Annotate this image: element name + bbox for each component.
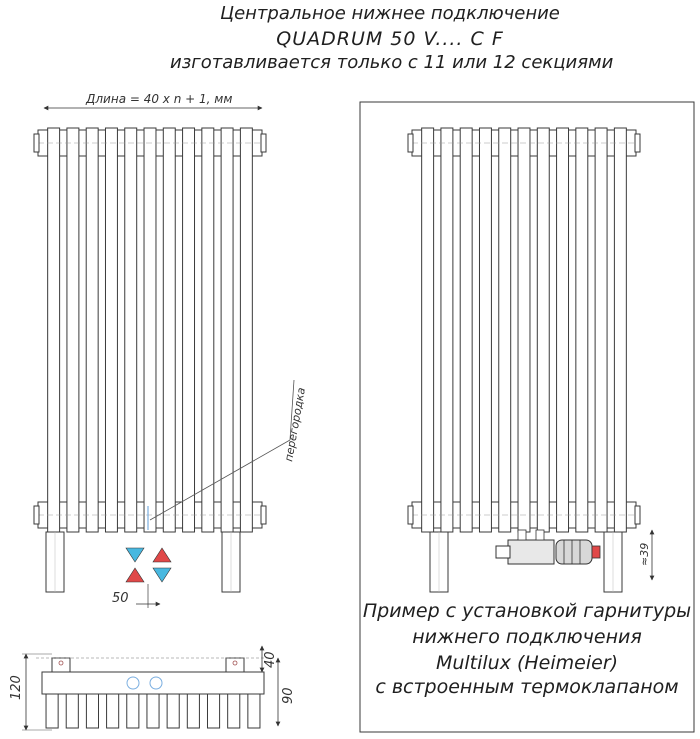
top-view-connection-left	[126, 676, 140, 690]
top-view-fin	[126, 693, 140, 729]
valve-outlet	[591, 545, 601, 559]
length-dimension-label: Длина = 40 х n + 1, мм	[85, 92, 232, 106]
left-radiator-cap-bottom-left	[33, 505, 40, 525]
flow-return-arrows	[125, 547, 172, 583]
top-view-fin	[206, 693, 221, 729]
left-radiator-section	[104, 127, 118, 533]
title-line-1: Центральное нижнее подключение	[220, 3, 560, 24]
top-view-fin	[106, 693, 120, 729]
left-radiator-cap-top-right	[260, 133, 267, 153]
dim-39-label: ≈39	[638, 543, 651, 566]
multilux-valve-set	[495, 529, 601, 565]
example-panel-frame	[359, 101, 695, 733]
caption-line-2: нижнего подключения	[412, 626, 642, 648]
partition-leader-tail	[289, 379, 295, 441]
left-radiator-section	[47, 127, 61, 533]
bracket-screw-right	[232, 660, 238, 666]
left-radiator-section	[220, 127, 234, 533]
left-radiator-section	[162, 127, 176, 533]
right-radiator-cap-top-left	[407, 133, 414, 153]
top-view-fin	[65, 693, 79, 729]
radiator-top-view	[36, 657, 270, 729]
valve-pipe-left	[495, 545, 511, 559]
bracket-screw-left	[58, 660, 64, 666]
top-view-fin	[146, 693, 160, 729]
title-model: QUADRUM 50 V.... C F	[276, 28, 504, 50]
left-radiator-cap-top-left	[33, 133, 40, 153]
left-radiator-section	[66, 127, 80, 533]
left-radiator-section	[239, 127, 253, 533]
right-radiator-section	[575, 127, 589, 533]
top-view-bracket-right	[225, 657, 245, 672]
right-radiator-section	[613, 127, 627, 533]
left-radiator-section	[182, 127, 196, 533]
right-radiator-section	[517, 127, 531, 533]
right-radiator-section	[498, 127, 512, 533]
top-view-connection-right	[149, 676, 163, 690]
right-radiator-section	[421, 127, 435, 533]
top-view-fins	[45, 693, 261, 729]
flow-arrow-bottom-left	[125, 567, 145, 583]
top-view-fin	[186, 693, 200, 729]
valve-connector-2	[535, 529, 545, 541]
top-view-fin	[247, 693, 261, 729]
right-radiator-section	[536, 127, 550, 533]
dim-120-label: 120	[9, 675, 24, 700]
return-arrow-top-left	[125, 547, 145, 563]
valve-thermo-head	[555, 539, 593, 565]
top-view-fin	[45, 693, 59, 729]
dim-90-label: 90	[281, 687, 296, 704]
valve-connector-1	[517, 529, 527, 541]
right-radiator-section	[459, 127, 473, 533]
caption-line-3: Multilux (Heimeier)	[435, 652, 619, 674]
title-line-3: изготавливается только с 11 или 12 секци…	[170, 52, 614, 73]
radiator-front-view-right	[407, 127, 641, 593]
right-radiator-section	[556, 127, 570, 533]
left-radiator-cap-bottom-right	[260, 505, 267, 525]
left-radiator-section	[143, 127, 157, 533]
flow-arrow-top-right	[152, 547, 172, 563]
caption-line-4: с встроенным термоклапаном	[375, 676, 679, 698]
valve-body	[507, 539, 555, 565]
dim-40-label: 40	[263, 651, 278, 668]
right-radiator-section	[440, 127, 454, 533]
caption-line-1: Пример с установкой гарнитуры	[362, 600, 692, 622]
top-view-fin	[166, 693, 180, 729]
left-radiator-section	[124, 127, 138, 533]
right-radiator-cap-bottom-left	[407, 505, 414, 525]
partition-leader-line	[149, 439, 291, 521]
offset-dimension-label: 50	[112, 591, 129, 606]
return-arrow-bottom-right	[152, 567, 172, 583]
radiator-front-view-left	[33, 127, 267, 593]
right-radiator-cap-top-right	[634, 133, 641, 153]
left-radiator-section	[201, 127, 215, 533]
right-radiator-cap-bottom-right	[634, 505, 641, 525]
top-view-fin	[227, 693, 241, 729]
partition-label: перегородка	[282, 386, 308, 462]
left-radiator-section	[85, 127, 99, 533]
right-radiator-section	[478, 127, 492, 533]
top-view-fin	[85, 693, 100, 729]
right-radiator-section	[594, 127, 608, 533]
